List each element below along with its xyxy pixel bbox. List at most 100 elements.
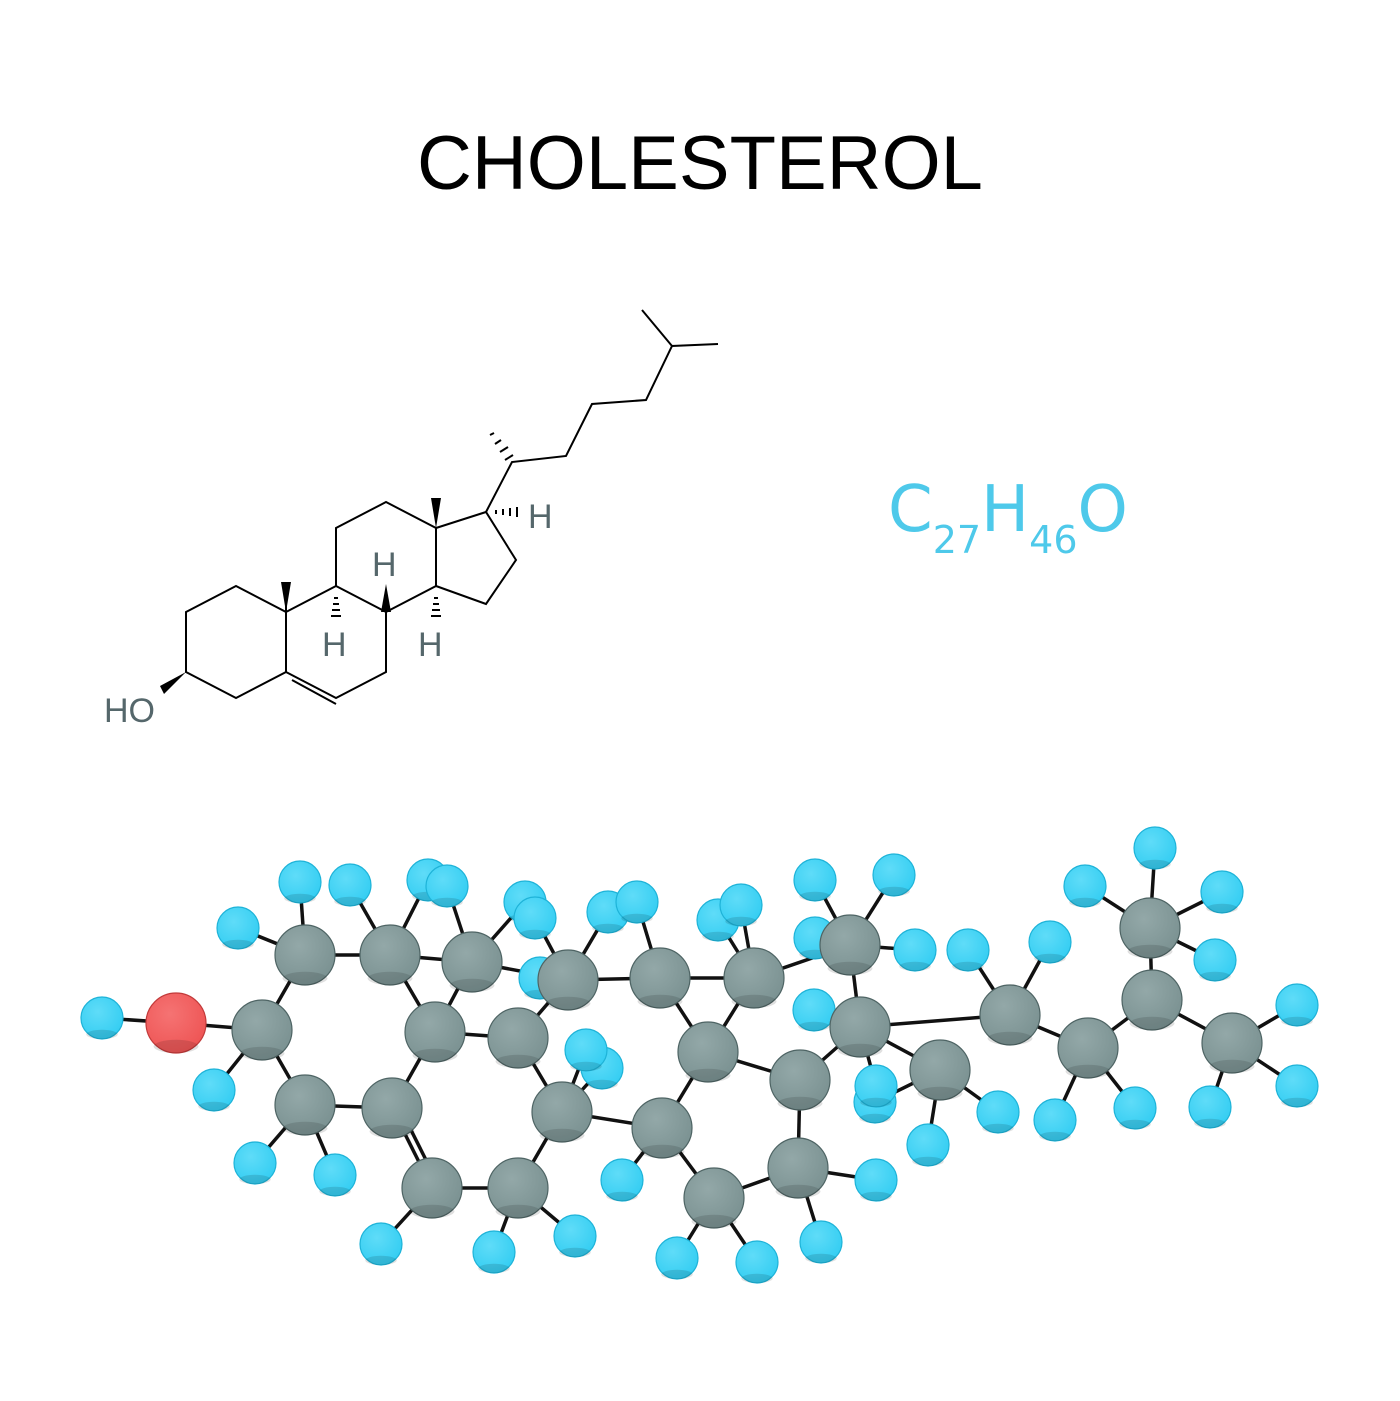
formula-hydrogen-count: 46 <box>1029 518 1078 562</box>
carbon-atom <box>361 1077 423 1139</box>
carbon-atom <box>441 931 503 993</box>
carbon-atom <box>769 1049 831 1111</box>
carbon-atom <box>1057 1017 1119 1079</box>
formula-hydrogen: H <box>981 473 1030 547</box>
hydrogen-atom-shade <box>621 913 653 923</box>
hydrogen-atom <box>359 1222 403 1266</box>
carbon-atom <box>909 1039 971 1101</box>
hydrogen-atom <box>1193 938 1237 982</box>
carbon-atom <box>683 1167 745 1229</box>
hydrogen-atom-shade <box>805 1253 837 1263</box>
wedge-h8 <box>381 584 391 612</box>
carbon-atom <box>487 1157 549 1219</box>
hydrogen-atom-shade <box>952 961 984 971</box>
hydrogen-atom-shade <box>319 1186 351 1196</box>
carbon-atom-shade <box>639 1144 685 1158</box>
carbon-atom <box>829 996 891 1058</box>
hydrogen-atom <box>553 1214 597 1258</box>
double-bond <box>291 679 337 705</box>
skeletal-formula: HO H H H H <box>104 309 719 730</box>
carbon-atom <box>487 1007 549 1069</box>
carbon-atom <box>629 947 691 1009</box>
hash-h14 <box>431 597 441 617</box>
carbon-atom-shade <box>495 1204 541 1218</box>
carbon-atom-shade <box>987 1031 1033 1045</box>
hydrogen-atom <box>735 1240 779 1284</box>
hydrogen-atom <box>1200 870 1244 914</box>
carbon-atom-shade <box>827 961 873 976</box>
hydrogen-atom-shade <box>741 1273 773 1283</box>
hydrogen-atom-shade <box>798 1021 830 1031</box>
carbon-atom-shade <box>449 978 495 993</box>
carbon-atom-shade <box>691 1214 737 1228</box>
label-h17: H <box>528 498 553 536</box>
carbon-atom <box>1119 897 1181 959</box>
hydrogen-atom <box>906 1123 950 1167</box>
wedge-oh <box>160 672 186 694</box>
hydrogen-atom-shade <box>661 1269 693 1279</box>
oxygen-atom <box>145 992 207 1054</box>
hydrogen-atom-shade <box>912 1156 944 1166</box>
carbon-atom <box>819 914 881 976</box>
hydrogen-atom-shade <box>284 893 316 903</box>
carbon-atom <box>979 984 1041 1046</box>
hydrogen-atom <box>1063 864 1107 908</box>
carbon-atom-shade <box>409 1204 455 1218</box>
formula-oxygen: O <box>1077 473 1128 547</box>
hydrogen-atom-shade <box>859 1113 891 1123</box>
hydrogen-atom-shade <box>878 886 910 896</box>
hydrogen-atom <box>600 1158 644 1202</box>
carbon-atom <box>723 947 785 1009</box>
hydrogen-atom <box>655 1236 699 1280</box>
hydrogen-atom-shade <box>198 1101 230 1111</box>
oxygen-atom-shade <box>153 1039 199 1053</box>
hydrogen-atom-shade <box>478 1263 510 1273</box>
hydrogen-atom <box>216 906 260 950</box>
hydrogen-atom <box>564 1028 608 1072</box>
wedge-c18 <box>431 498 441 528</box>
hydrogen-atom <box>615 880 659 924</box>
hydrogen-atom-shade <box>1039 1131 1071 1141</box>
label-ho: HO <box>104 692 155 730</box>
hydrogen-atom-shade <box>1139 859 1171 869</box>
hydrogen-atom <box>425 864 469 908</box>
carbon-atom <box>531 1081 593 1143</box>
molecular-formula: C27H46O <box>888 478 1128 559</box>
ball-and-stick-model <box>80 826 1319 1284</box>
carbon-atom-shade <box>685 1068 731 1082</box>
carbon-atom-shade <box>837 1043 883 1057</box>
hydrogen-atom-shade <box>586 1079 618 1089</box>
ring-d <box>435 510 518 606</box>
carbon-atom <box>677 1021 739 1083</box>
carbon-atom-shade <box>1209 1059 1255 1073</box>
hydrogen-atom <box>80 996 124 1040</box>
hydrogen-atom <box>1188 1085 1232 1129</box>
hydrogen-atom-shade <box>365 1255 397 1265</box>
hydrogen-atom <box>854 1158 898 1202</box>
hydrogen-atom-shade <box>982 1123 1014 1133</box>
hydrogen-atom <box>946 928 990 972</box>
carbon-atom <box>274 1074 336 1136</box>
carbon-atom <box>404 1001 466 1063</box>
carbon-atom <box>231 999 293 1061</box>
hydrogen-atom <box>719 883 763 927</box>
hydrogen-atom-shade <box>592 923 624 933</box>
page-title: CHOLESTEROL <box>417 121 983 206</box>
hydrogen-atom <box>278 860 322 904</box>
carbon-atom <box>359 924 421 986</box>
carbon-atom-shade <box>369 1124 415 1138</box>
hydrogen-atom-shade <box>1199 971 1231 981</box>
hash-h17 <box>495 507 518 517</box>
carbon-atom <box>631 1097 693 1159</box>
wedge-c19 <box>281 582 291 612</box>
label-h14: H <box>418 626 443 664</box>
hydrogen-atom-shade <box>1119 1119 1151 1129</box>
hydrogen-atom <box>192 1068 236 1112</box>
carbon-atom <box>1201 1012 1263 1074</box>
hydrogen-atom-shade <box>606 1191 638 1201</box>
hydrogen-atom <box>328 863 372 907</box>
side-chain <box>485 309 719 513</box>
label-h9: H <box>322 626 347 664</box>
hydrogen-atom <box>793 858 837 902</box>
hydrogen-atom <box>893 928 937 972</box>
